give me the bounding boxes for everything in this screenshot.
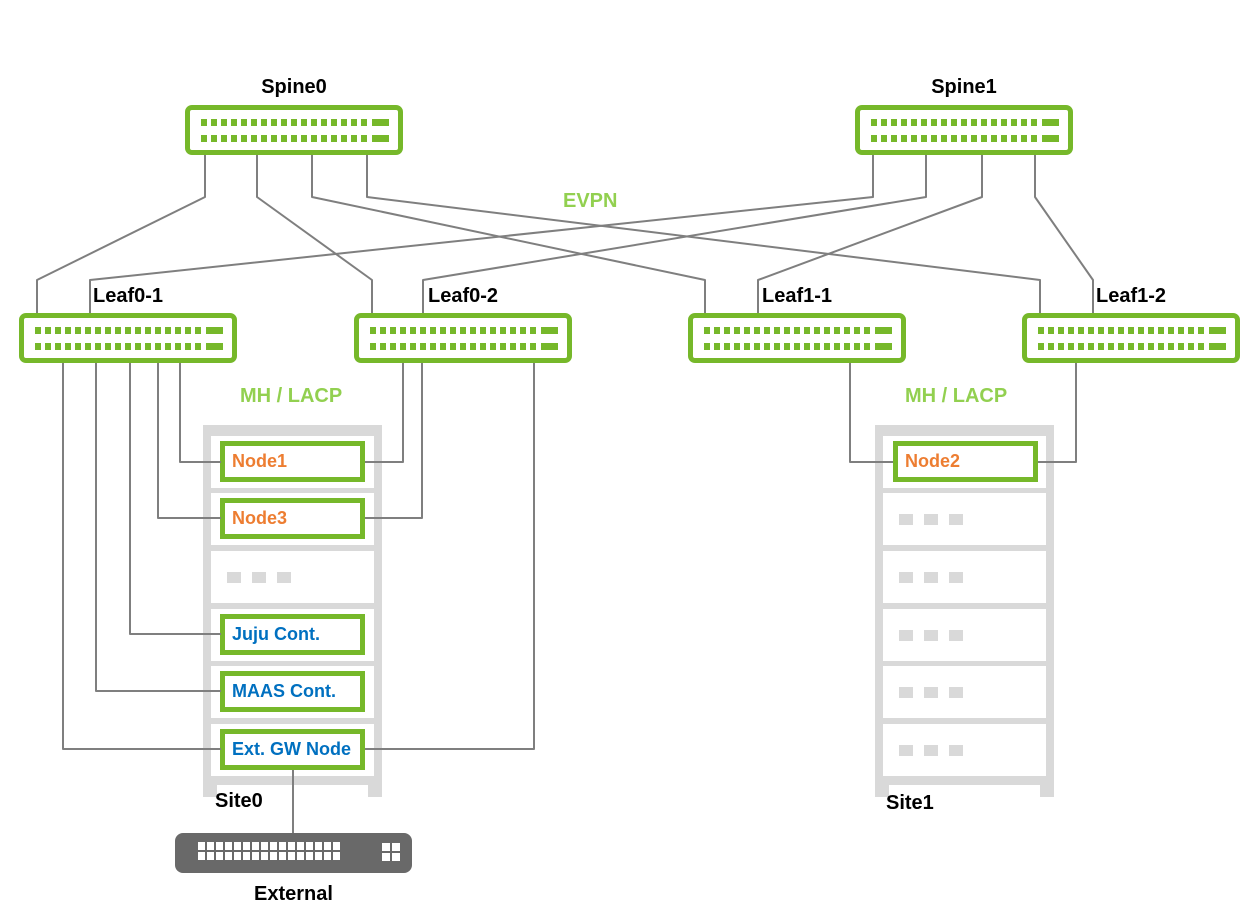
rack-slot: Node1 xyxy=(211,436,374,488)
node1-box: Node1 xyxy=(220,441,365,482)
mh-lacp-label-site0: MH / LACP xyxy=(240,385,343,407)
rack-slot: Juju Cont. xyxy=(211,609,374,661)
rack-slot-empty xyxy=(883,609,1046,661)
empty-server-vents-icon xyxy=(899,630,963,641)
external-label: External xyxy=(254,883,333,905)
leaf0-2-switch-icon xyxy=(354,313,572,363)
link-leaf0-1-extgw xyxy=(62,363,221,750)
empty-server-vents-icon xyxy=(899,687,963,698)
node2-box: Node2 xyxy=(893,441,1038,482)
empty-server-vents-icon xyxy=(899,514,963,525)
leaf0-1-switch-icon xyxy=(19,313,237,363)
leaf0-1-label: Leaf0-1 xyxy=(92,285,164,307)
spine1-switch-icon xyxy=(855,105,1073,155)
leaf1-1-switch-icon xyxy=(688,313,906,363)
rack-slot: Ext. GW Node xyxy=(211,724,374,776)
spine0-switch-icon xyxy=(185,105,403,155)
external-switch-uplink-ports xyxy=(382,843,400,861)
node3-box: Node3 xyxy=(220,498,365,539)
evpn-label: EVPN xyxy=(563,190,618,212)
rack-foot xyxy=(1040,785,1054,797)
rack-foot xyxy=(368,785,382,797)
leaf1-1-label: Leaf1-1 xyxy=(761,285,833,307)
site0-label: Site0 xyxy=(215,790,263,812)
rack-slot-empty xyxy=(883,666,1046,718)
rack-slot: Node3 xyxy=(211,493,374,545)
empty-server-vents-icon xyxy=(899,745,963,756)
leaf1-2-label: Leaf1-2 xyxy=(1095,285,1167,307)
leaf1-2-switch-icon xyxy=(1022,313,1240,363)
juju-controller-box: Juju Cont. xyxy=(220,614,365,655)
empty-server-vents-icon xyxy=(227,572,291,583)
rack-slot: MAAS Cont. xyxy=(211,666,374,718)
rack-slot-empty xyxy=(883,551,1046,603)
rack-slot-empty xyxy=(211,551,374,603)
rack-slot-empty xyxy=(883,724,1046,776)
site0-rack: Node1 Node3 Juju Cont. MAAS Cont. Ext. G… xyxy=(203,425,382,797)
external-switch-icon xyxy=(175,833,412,873)
spine0-label: Spine0 xyxy=(261,76,327,98)
site1-rack: Node2 xyxy=(875,425,1054,797)
leaf0-2-label: Leaf0-2 xyxy=(427,285,499,307)
site1-label: Site1 xyxy=(886,792,934,814)
empty-server-vents-icon xyxy=(899,572,963,583)
maas-controller-box: MAAS Cont. xyxy=(220,671,365,712)
rack-slot: Node2 xyxy=(883,436,1046,488)
rack-foot xyxy=(875,785,889,797)
link-leaf0-2-extgw xyxy=(365,363,535,750)
mh-lacp-label-site1: MH / LACP xyxy=(905,385,1008,407)
rack-foot xyxy=(203,785,217,797)
spine1-label: Spine1 xyxy=(931,76,997,98)
rack-slot-empty xyxy=(883,493,1046,545)
ext-gw-node-box: Ext. GW Node xyxy=(220,729,365,770)
